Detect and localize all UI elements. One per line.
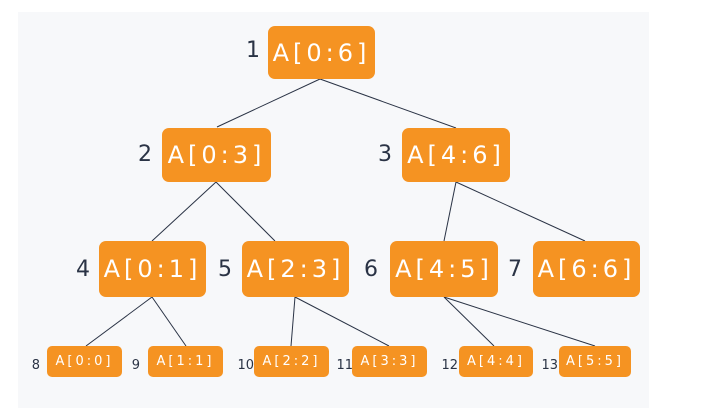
edge-1-3 — [319, 78, 457, 129]
node-index-4: 4 — [76, 257, 90, 282]
edge-2-4 — [151, 181, 217, 242]
node-index-1: 1 — [246, 38, 260, 63]
node-index-11: 11 — [336, 358, 353, 373]
tree-node-9: A[1:1] — [148, 346, 223, 377]
edge-4-8 — [85, 296, 153, 347]
edge-1-2 — [216, 78, 321, 128]
edge-5-10 — [290, 296, 296, 347]
tree-node-11: A[3:3] — [352, 346, 427, 377]
node-index-6: 6 — [364, 257, 378, 282]
node-index-13: 13 — [541, 358, 558, 373]
edge-6-13 — [443, 296, 596, 347]
node-index-3: 3 — [378, 142, 392, 167]
edge-5-11 — [294, 296, 390, 347]
tree-node-2: A[0:3] — [162, 128, 271, 182]
node-index-8: 8 — [31, 358, 40, 373]
tree-node-8: A[0:0] — [47, 346, 122, 377]
node-index-9: 9 — [131, 358, 140, 373]
tree-node-4: A[0:1] — [99, 241, 206, 297]
edge-6-12 — [443, 296, 495, 347]
node-index-7: 7 — [508, 257, 522, 282]
edge-4-9 — [151, 296, 187, 347]
tree-node-5: A[2:3] — [242, 241, 349, 297]
node-index-5: 5 — [218, 257, 232, 282]
tree-node-1: A[0:6] — [268, 26, 375, 79]
node-index-2: 2 — [138, 142, 152, 167]
tree-node-12: A[4:4] — [459, 346, 533, 377]
node-index-12: 12 — [441, 358, 458, 373]
edge-3-6 — [443, 181, 457, 242]
tree-node-13: A[5:5] — [559, 346, 631, 377]
tree-node-7: A[6:6] — [533, 241, 640, 297]
tree-node-3: A[4:6] — [402, 128, 510, 182]
edge-2-5 — [215, 181, 276, 242]
tree-node-10: A[2:2] — [254, 346, 329, 377]
tree-node-6: A[4:5] — [390, 241, 498, 297]
edge-3-7 — [455, 181, 586, 242]
node-index-10: 10 — [237, 358, 254, 373]
